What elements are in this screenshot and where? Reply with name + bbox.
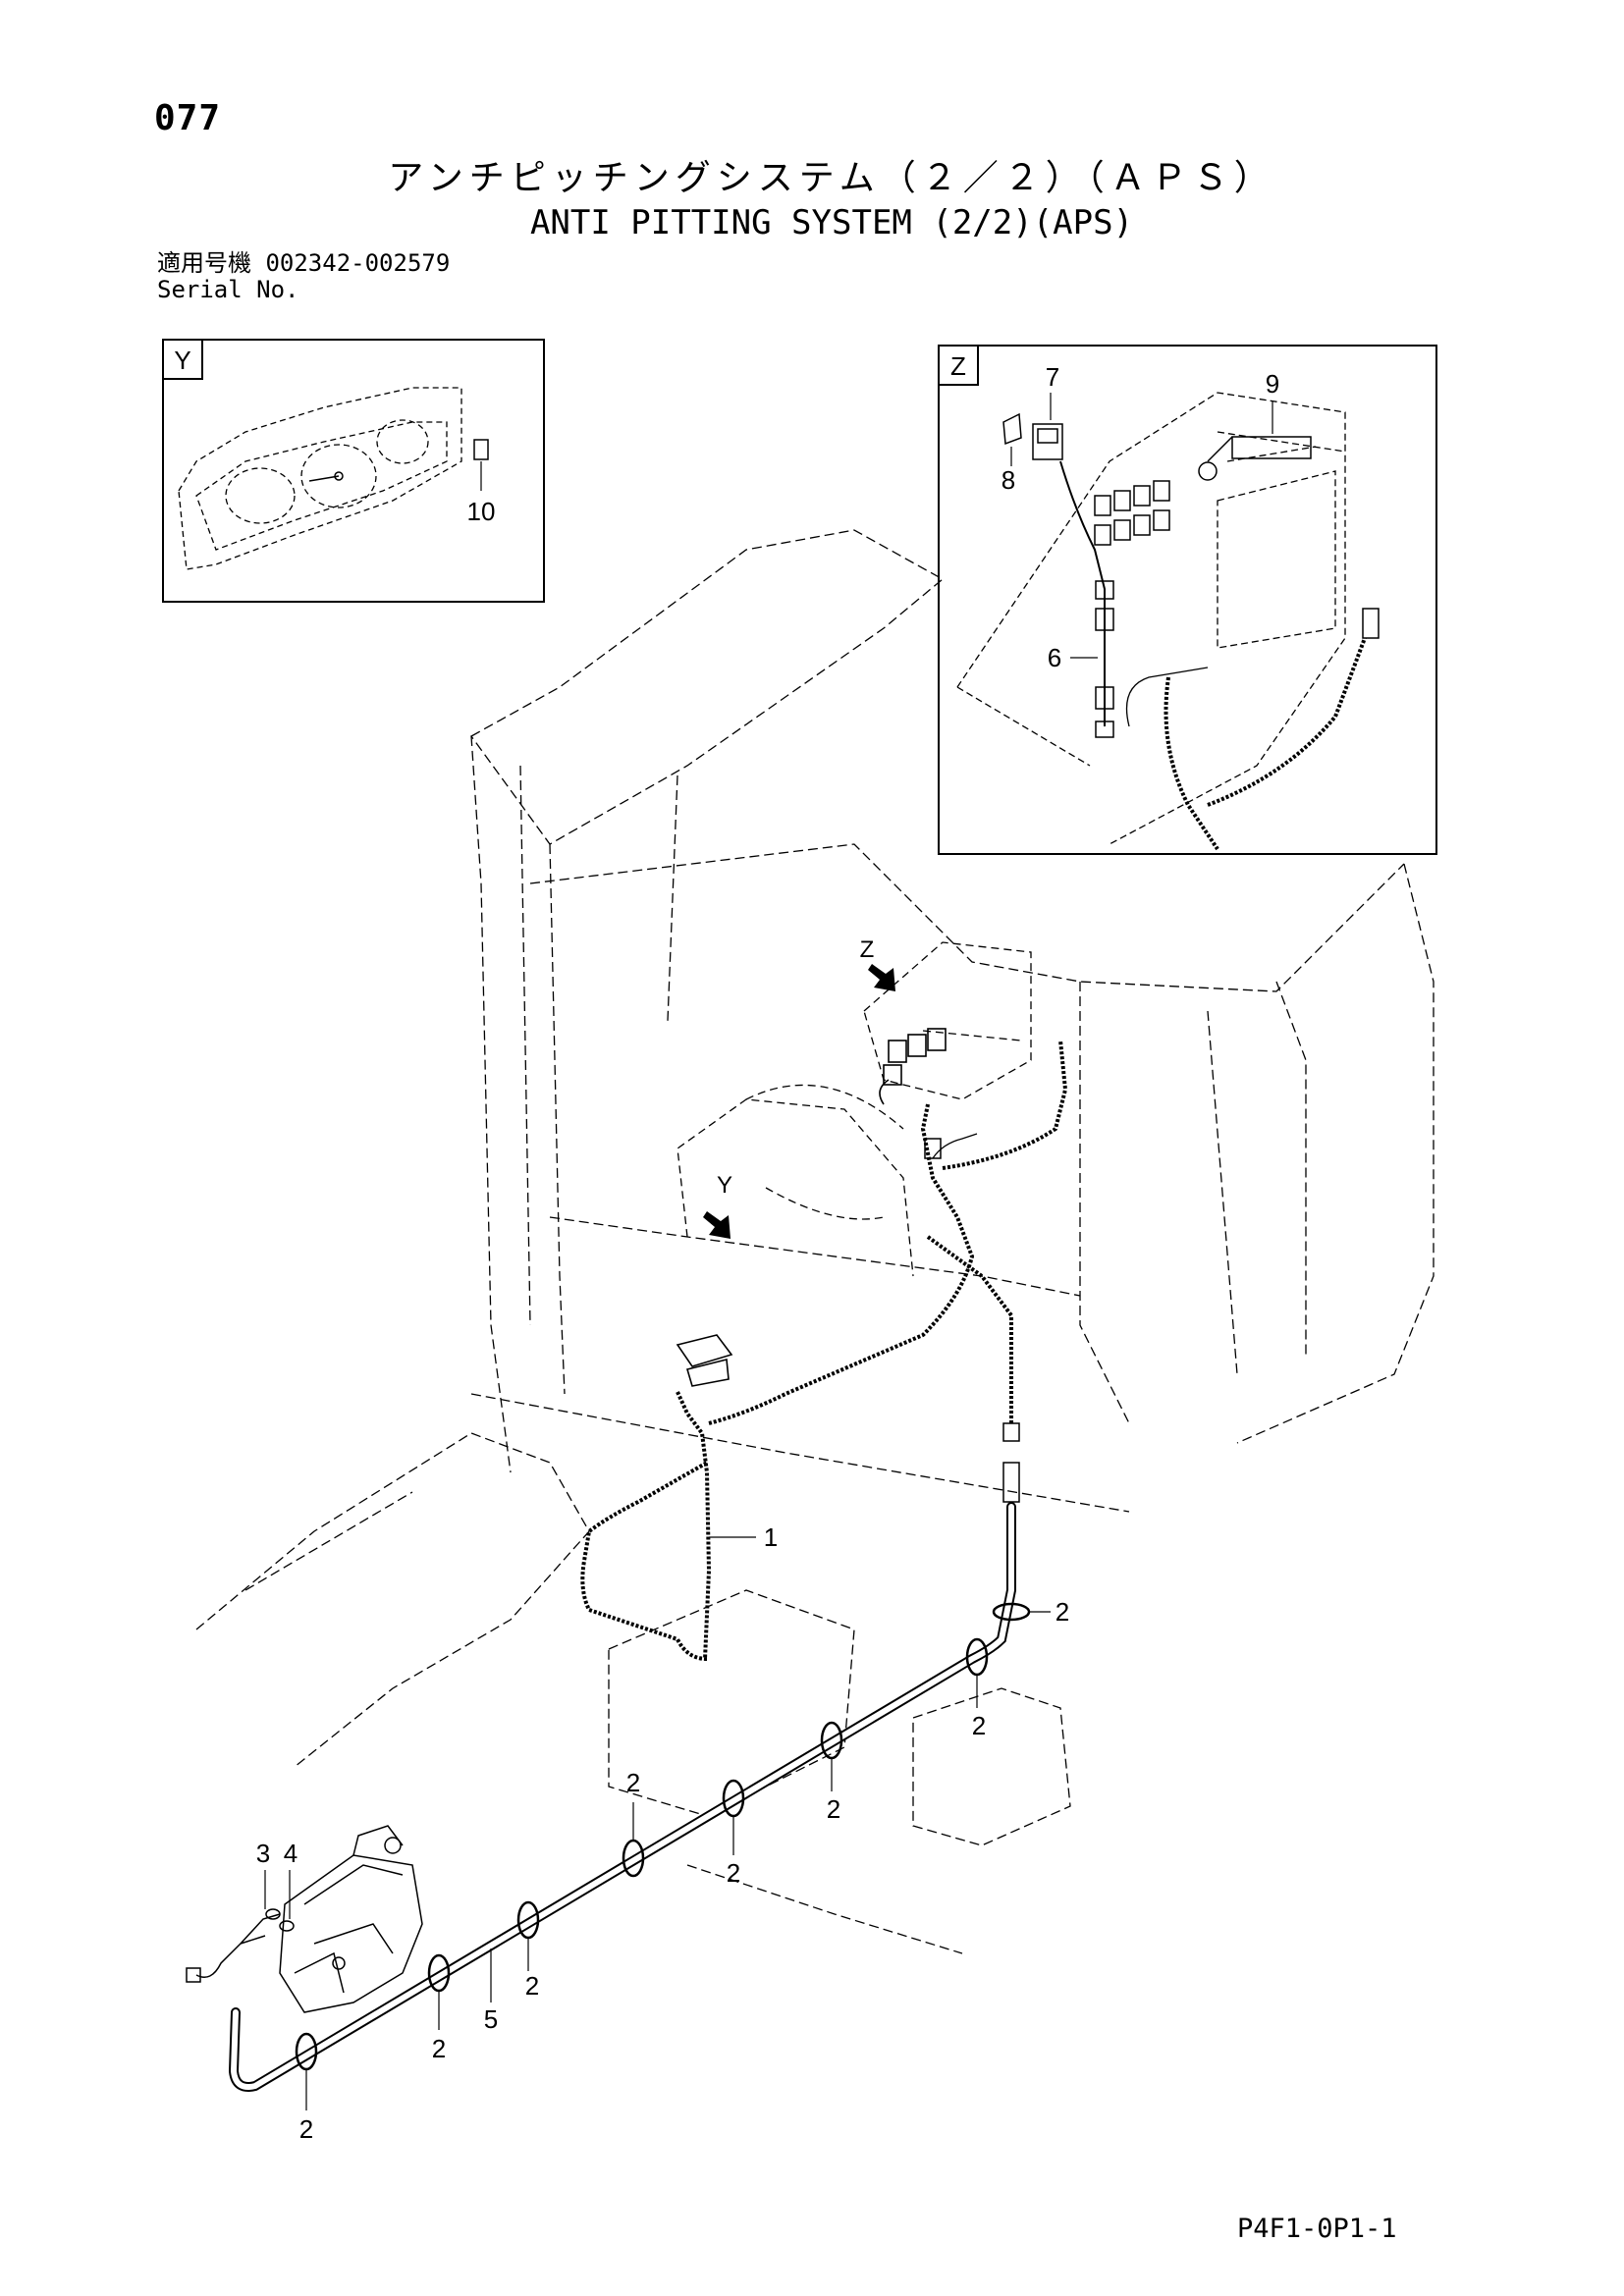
instrument-panel-sketch — [178, 387, 462, 570]
callout-2-clamp-5: 2 — [727, 1858, 740, 1888]
part-7-switch — [1032, 423, 1063, 460]
sensor-harness — [195, 1913, 281, 1978]
detail-z-tag: Z — [950, 351, 966, 381]
connector-6c — [1095, 686, 1114, 710]
callout-2-clamp-6: 2 — [827, 1794, 840, 1824]
callout-2-clamp-3: 2 — [525, 1971, 539, 2001]
serial-block: 適用号機 002342-002579 Serial No. — [157, 250, 450, 303]
detail-y-tag-box — [162, 339, 203, 380]
connector-main-a — [924, 1138, 942, 1159]
title-english: ANTI PITTING SYSTEM (2/2)(APS) — [529, 203, 1134, 242]
callout-8: 8 — [1001, 465, 1015, 495]
callout-1: 1 — [764, 1522, 778, 1552]
clamp-leaders — [305, 1611, 1051, 2110]
serial-range: 002342-002579 — [265, 249, 451, 277]
switch-cluster-main — [879, 1028, 947, 1105]
sensor-connector — [186, 1967, 201, 1983]
arrow-y-icon — [703, 1211, 731, 1239]
knob — [1198, 461, 1218, 481]
small-pigtail — [932, 1133, 978, 1159]
gauge-needle — [308, 475, 340, 482]
callout-2-clamp-2: 2 — [432, 2034, 446, 2063]
arrow-z-label: Z — [860, 936, 875, 963]
part-8-cover — [1002, 412, 1022, 446]
serial-label-en: Serial No. — [157, 276, 299, 303]
connector-main-c — [1002, 1462, 1020, 1503]
callout-6: 6 — [1048, 643, 1061, 672]
callout-3: 3 — [256, 1839, 270, 1868]
console-sketch — [956, 392, 1346, 845]
monitor-unit — [676, 1334, 733, 1387]
detail-y-frame — [162, 339, 545, 603]
callout-10: 10 — [467, 497, 496, 526]
corrugated-harness-z — [1164, 637, 1367, 851]
connector-main-b — [1002, 1422, 1020, 1442]
arrow-z-icon — [868, 964, 895, 991]
connector-6b — [1095, 608, 1114, 631]
part-10-label-plate — [473, 439, 489, 460]
harness-to-connector — [942, 1040, 1068, 1170]
serial-label-jp: 適用号機 — [157, 249, 251, 277]
part-9-panel — [1207, 436, 1312, 462]
boom-and-tank — [195, 1432, 1071, 1954]
callout-2-clamp-4: 2 — [626, 1768, 640, 1797]
callout-5: 5 — [484, 2004, 498, 2034]
switch-bank — [1094, 480, 1170, 546]
pipe-5-inner — [230, 1504, 1014, 2090]
title-japanese: アンチピッチングシステム（２／２）（ＡＰＳ） — [388, 158, 1275, 198]
detail-z-tag-box — [938, 345, 979, 386]
arrow-y-label: Y — [717, 1172, 732, 1199]
valve-block — [279, 1825, 423, 2013]
detail-view-z: Z 9 7 8 — [938, 345, 1437, 855]
callout-9: 9 — [1266, 369, 1279, 399]
drawing-code: P4F1-0P1-1 — [1237, 2214, 1397, 2244]
detail-view-y: Y 10 — [162, 339, 545, 603]
sensor-4 — [279, 1920, 295, 1932]
callout-2-clamp-8: 2 — [1056, 1597, 1069, 1627]
callout-2-clamp-1: 2 — [299, 2114, 313, 2144]
callout-2-clamp-7: 2 — [972, 1711, 986, 1740]
connector-6d — [1095, 721, 1114, 738]
connector-6a — [1095, 580, 1114, 600]
page-number: 077 — [154, 98, 222, 138]
pipe-5 — [228, 1502, 1016, 2092]
loop-wire — [1125, 667, 1209, 727]
sensor-3 — [265, 1908, 281, 1920]
callout-7: 7 — [1046, 362, 1059, 392]
detail-z-frame — [938, 345, 1437, 855]
harness-6 — [1059, 460, 1106, 726]
callout-4: 4 — [284, 1839, 298, 1868]
cab-frame — [470, 529, 1435, 1513]
harness-1 — [580, 1103, 1013, 1661]
end-connector-z — [1362, 608, 1380, 639]
seat-and-console — [677, 941, 1032, 1277]
detail-y-tag: Y — [174, 346, 190, 375]
